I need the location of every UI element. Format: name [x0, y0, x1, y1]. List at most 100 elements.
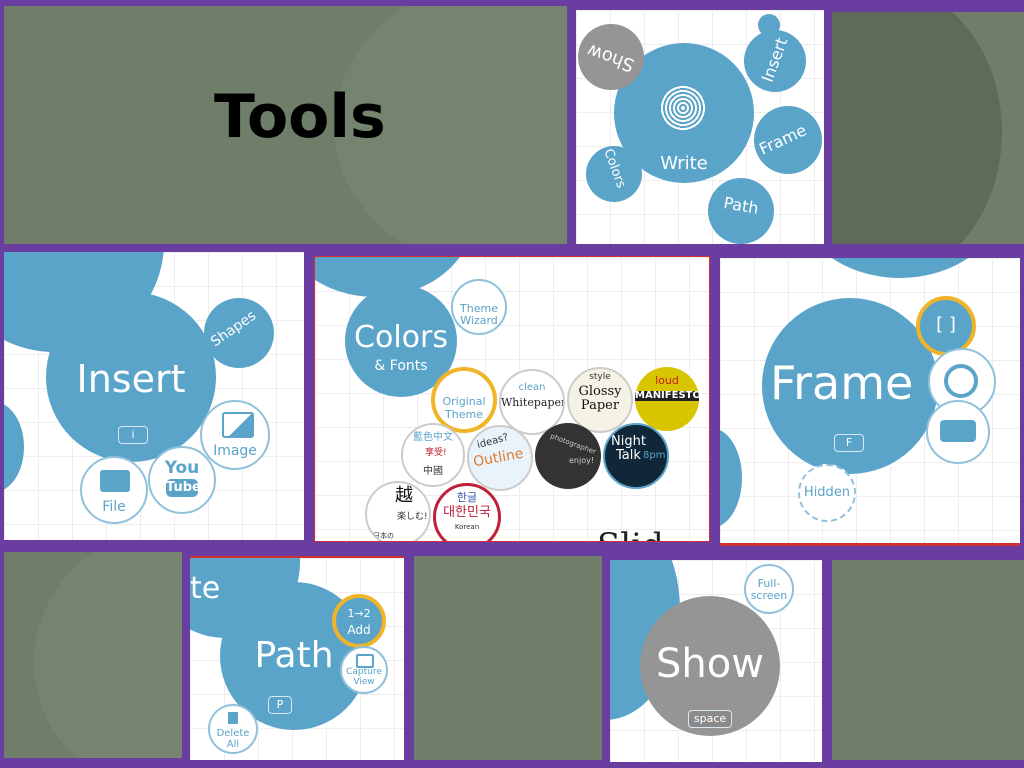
bracket-label: [ ]	[936, 314, 956, 335]
chinese-bottom: 中國	[423, 466, 443, 477]
photo-big: enjoy!	[569, 456, 595, 465]
japanese-big: 越	[395, 485, 413, 506]
path-label: Path	[722, 193, 761, 218]
insert-circle[interactable]: Insert	[744, 30, 806, 92]
zoom-circle[interactable]	[758, 14, 780, 36]
fullscreen-label: Full- screen	[750, 577, 788, 603]
youtube-button[interactable]: You Tube	[148, 446, 216, 514]
colors-circle[interactable]: Colors	[586, 146, 642, 202]
show-label: Show	[584, 39, 638, 76]
path-partial-label: te	[190, 571, 221, 606]
delete-all-button[interactable]: Delete All	[208, 704, 258, 754]
circle-frame-icon	[944, 364, 978, 398]
decor-wave-left	[34, 552, 182, 758]
title-wave	[334, 6, 567, 244]
frame-key: F	[834, 434, 864, 452]
show-panel: Show space Full- screen	[610, 560, 822, 762]
original-theme[interactable]: Original Theme	[431, 367, 497, 433]
theme-wizard-button[interactable]: Theme Wizard	[451, 279, 507, 335]
path-key: P	[268, 696, 292, 714]
decor-tile-bottom-middle	[414, 556, 602, 760]
frame-label: Frame	[756, 120, 810, 159]
frame-panel: Frame F [ ] Hidden	[720, 258, 1020, 546]
photographer-theme[interactable]: photographer enjoy!	[535, 423, 601, 489]
manifesto-small: loud	[655, 374, 679, 387]
show-main-circle[interactable]: Show space	[640, 596, 780, 736]
rectangle-frame-icon	[940, 420, 976, 442]
decor-tile-bottom-right	[832, 560, 1024, 760]
page-title: Tools	[214, 82, 386, 152]
whitepaper-small: clean	[518, 382, 546, 393]
korean-theme[interactable]: 한글 대한민국 Korean	[433, 483, 501, 541]
show-title: Show	[656, 641, 764, 687]
chinese-theme[interactable]: 藍色中文 享受! 中國	[401, 423, 465, 487]
frame-circle[interactable]: Frame	[754, 106, 822, 174]
add-path-nums: 1→2	[347, 607, 371, 620]
bracket-frame-button[interactable]: [ ]	[916, 296, 976, 356]
japanese-bottom: 日本の	[373, 532, 394, 540]
hidden-frame-button[interactable]: Hidden	[798, 464, 856, 522]
decor-tile-bottom-left	[4, 552, 182, 758]
insert-key: i	[118, 426, 148, 444]
colors-main-circle[interactable]: Colors & Fonts	[345, 285, 457, 397]
original-theme-label: Original Theme	[442, 395, 486, 422]
insert-panel: Insert i Shapes Image You Tube File	[4, 252, 304, 540]
colors-panel: Colors & Fonts Theme Wizard Original The…	[314, 256, 710, 542]
whitepaper-theme[interactable]: clean Whitepaper	[499, 369, 565, 435]
outline-theme[interactable]: ideas? Outline	[467, 425, 533, 491]
insert-left-circle	[4, 402, 24, 492]
hidden-label: Hidden	[803, 485, 851, 500]
youtube-bottom: Tube	[166, 480, 201, 495]
manifesto-theme[interactable]: loud MANIFESTO	[635, 367, 699, 431]
chinese-mid: 享受!	[425, 448, 447, 458]
colors-subtitle: & Fonts	[374, 358, 428, 374]
add-path-label: Add	[347, 623, 371, 637]
path-panel: te Path P 1→2 Add Capture View Delete Al…	[190, 556, 404, 760]
partial-slide-text: Slid	[597, 529, 664, 541]
show-circle[interactable]: Show	[578, 24, 644, 90]
add-path-button[interactable]: 1→2 Add	[332, 594, 386, 648]
decor-wave	[832, 12, 1002, 244]
korean-bottom: Korean	[454, 523, 480, 531]
trash-icon	[228, 712, 238, 724]
colors-label: Colors	[600, 146, 629, 191]
japanese-small: 楽しむ!	[397, 512, 428, 522]
delete-all-label: Delete All	[216, 728, 250, 750]
shapes-label: Shapes	[208, 307, 260, 351]
path-title: Path	[254, 635, 334, 676]
frame-bg-circle	[800, 258, 1000, 278]
capture-view-button[interactable]: Capture View	[340, 646, 388, 694]
manifesto-big: MANIFESTO	[635, 390, 699, 401]
frame-main-circle[interactable]: Frame F	[762, 298, 938, 474]
night-small: 8pm	[643, 450, 666, 461]
youtube-top: You	[164, 458, 200, 478]
path-circle[interactable]: Path	[708, 178, 774, 244]
tools-overview-panel: Write Show Insert Frame Path Colors	[576, 10, 824, 244]
insert-title: Insert	[76, 357, 186, 401]
write-label: Write	[660, 153, 708, 174]
rectangle-frame-button[interactable]	[926, 400, 990, 464]
file-button[interactable]: File	[80, 456, 148, 524]
image-icon	[222, 412, 254, 438]
image-button[interactable]: Image	[200, 400, 270, 470]
fullscreen-button[interactable]: Full- screen	[744, 564, 794, 614]
colors-title: Colors	[354, 320, 448, 355]
decor-tile-top-right	[832, 12, 1024, 244]
glossy-paper-theme[interactable]: style Glossy Paper	[567, 367, 633, 433]
folder-icon	[100, 470, 130, 492]
camera-icon	[356, 654, 374, 668]
night-talk-theme[interactable]: Night Talk 8pm	[603, 423, 669, 489]
insert-main-circle[interactable]: Insert i	[46, 292, 216, 462]
shapes-button[interactable]: Shapes	[204, 298, 274, 368]
whitepaper-big: Whitepaper	[501, 396, 565, 409]
night-big: Night Talk	[611, 434, 646, 463]
image-label: Image	[213, 443, 257, 459]
photo-small: photographer	[549, 432, 597, 456]
korean-big: 대한민국	[443, 505, 491, 520]
japanese-theme[interactable]: 越 楽しむ! 日本の	[365, 481, 431, 541]
insert-label: Insert	[757, 35, 792, 85]
frame-left-circle	[720, 428, 742, 528]
file-label: File	[102, 499, 126, 515]
theme-wizard-label: Theme Wizard	[460, 302, 498, 328]
title-tile: Tools	[4, 6, 567, 244]
